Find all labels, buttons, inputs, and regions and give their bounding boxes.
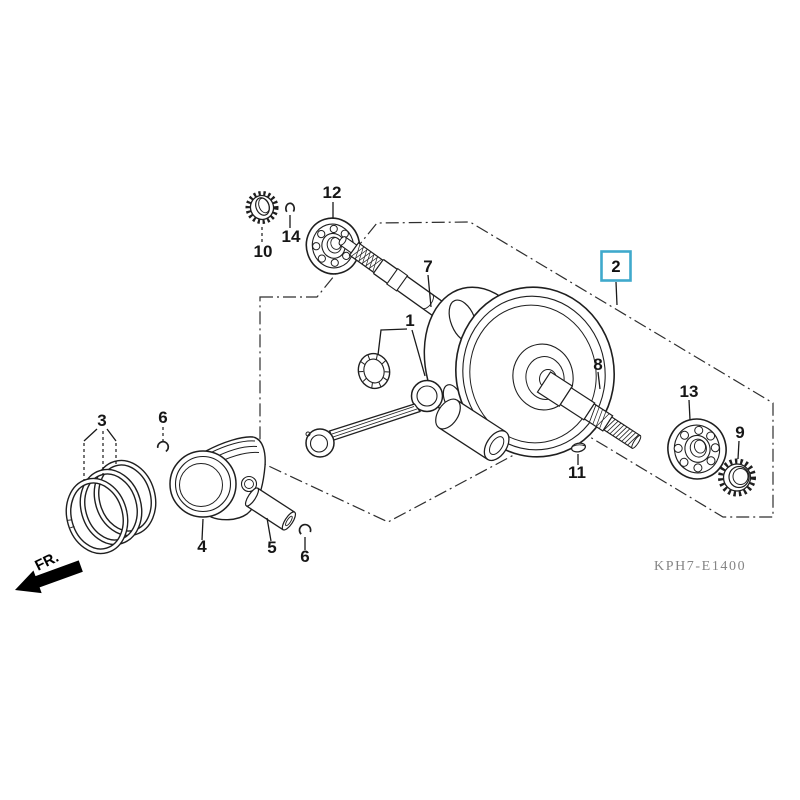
callout-6-top[interactable]: 6 <box>158 408 167 427</box>
callout-1[interactable]: 1 <box>405 311 414 330</box>
callout-3[interactable]: 3 <box>97 411 106 430</box>
callout-13[interactable]: 13 <box>680 382 699 401</box>
diagram-code: KPH7-E1400 <box>654 559 746 574</box>
callout-5[interactable]: 5 <box>267 538 276 557</box>
piston-pin-5 <box>244 487 297 531</box>
crankshaft-right-shaft-8 <box>536 371 642 450</box>
pin-clip-6-bottom <box>298 523 312 535</box>
pin-clip-6-top <box>156 440 170 453</box>
callout-12[interactable]: 12 <box>323 183 342 202</box>
callout-7[interactable]: 7 <box>423 257 432 276</box>
callout-2-highlight-box[interactable] <box>600 250 632 282</box>
callout-4[interactable]: 4 <box>197 537 207 556</box>
front-direction-arrow-icon <box>15 560 83 594</box>
crank-pin-sleeve <box>435 398 510 462</box>
callout-6-bottom[interactable]: 6 <box>300 547 309 566</box>
callout-2-label[interactable]: 2 <box>611 258 620 276</box>
callout-10[interactable]: 10 <box>254 242 273 261</box>
piston-rings-3 <box>65 459 157 555</box>
callout-8[interactable]: 8 <box>593 355 602 374</box>
leader-lines <box>83 202 740 550</box>
ball-bearing-12 <box>305 217 361 275</box>
callout-11[interactable]: 11 <box>568 463 586 482</box>
timing-gear-10 <box>245 191 279 224</box>
needle-bearing-1 <box>357 352 391 390</box>
callout-2-selected[interactable]: 2 <box>600 250 632 282</box>
connecting-rod-1 <box>305 379 444 458</box>
woodruff-key-11 <box>570 442 587 453</box>
front-direction-indicator: FR. <box>15 549 83 594</box>
callout-14[interactable]: 14 <box>282 227 301 246</box>
callout-9[interactable]: 9 <box>735 423 744 442</box>
ball-bearing-13 <box>667 418 727 480</box>
timing-sprocket-9 <box>718 458 756 497</box>
circlip-14 <box>284 202 296 213</box>
